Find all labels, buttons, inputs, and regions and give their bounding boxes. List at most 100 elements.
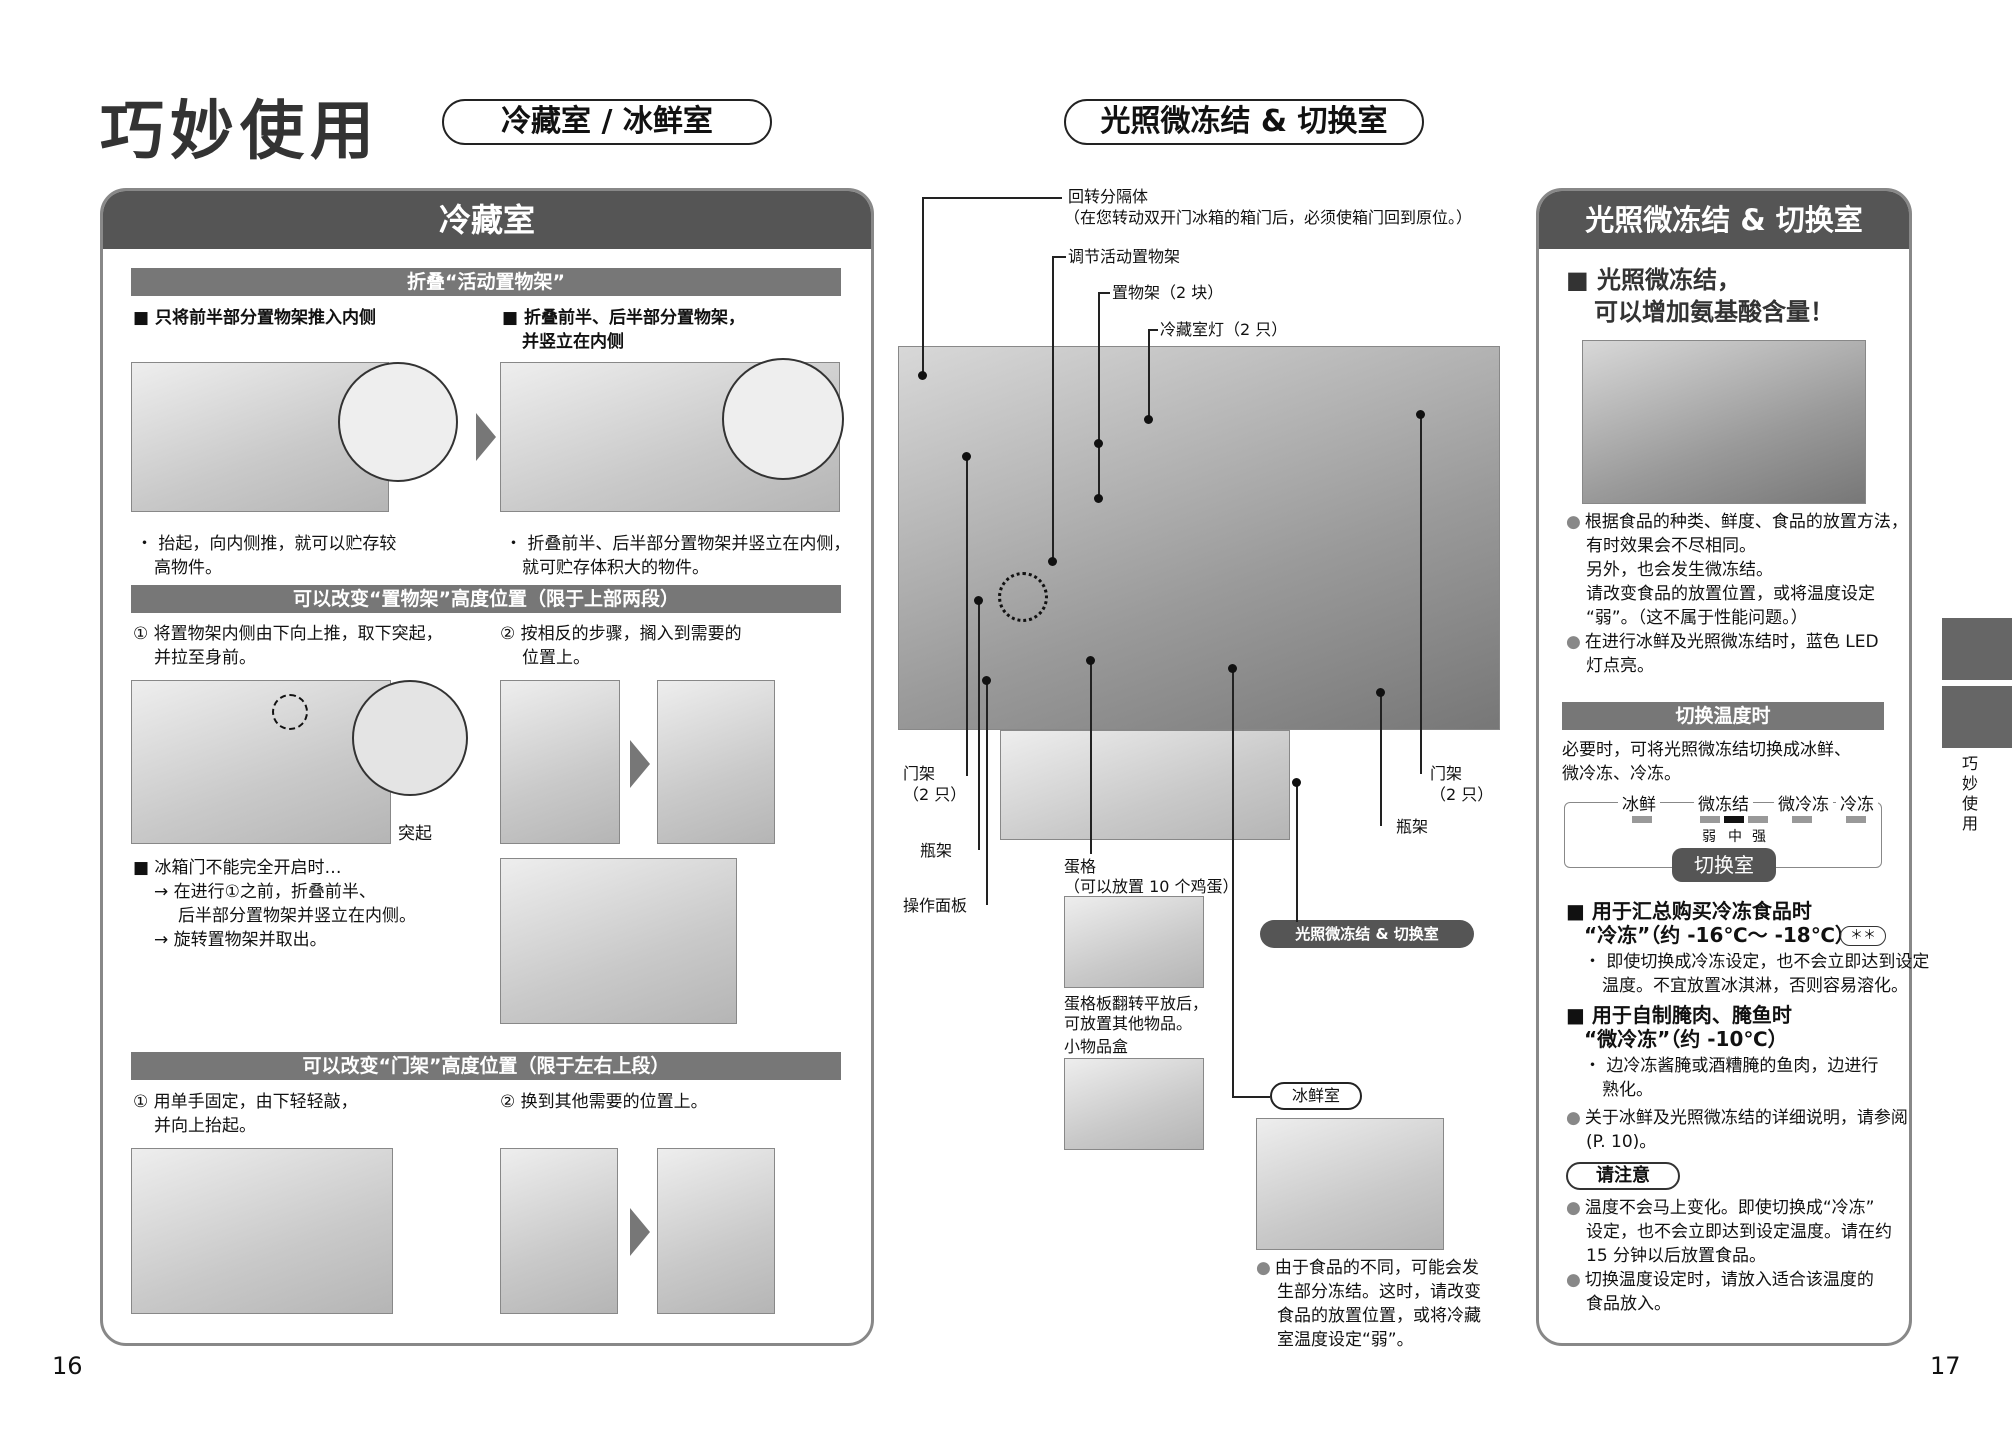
shelf-step-1-line2: 并拉至身前。: [154, 648, 256, 668]
door-step-2: ② 换到其他需要的位置上。: [500, 1092, 708, 1112]
egg-note-line1: 蛋格板翻转平放后，: [1064, 994, 1209, 1013]
control-label-micro: 微冻结: [1694, 790, 1753, 815]
shelf-step-2-line1: ② 按相反的步骤，搁入到需要的: [500, 624, 742, 644]
shelf-detail-circle: [352, 680, 468, 796]
arrow-right-icon: [476, 413, 496, 461]
door-step-1-line2: 并向上抬起。: [154, 1116, 256, 1136]
arrow-right-icon: [630, 1208, 650, 1256]
door-section-bar: 可以改变“门架”高度位置（限于左右上段）: [131, 1052, 841, 1080]
door-step-1-line1: ① 用单手固定，由下轻轻敲，: [133, 1092, 358, 1112]
shelf-step-2-line2: 位置上。: [522, 648, 590, 668]
page-number-right: 17: [1930, 1352, 1961, 1380]
side-tab-top: [1942, 618, 2012, 680]
side-tab-label: 巧妙使用: [1962, 754, 1979, 833]
micro-cool-note-line1: ・ 边冷冻酱腌或酒糟腌的鱼肉，边进行: [1584, 1056, 1879, 1076]
pill-fridge-chill: 冷藏室 / 冰鲜室: [442, 99, 772, 145]
side-tab-bottom: [1942, 686, 2012, 748]
control-label-chill: 冰鲜: [1618, 790, 1660, 815]
chill-note-line3: 食品的放置位置，或将冷藏: [1277, 1306, 1481, 1326]
caution-note-1-line1: 温度不会马上变化。即使切换成“冷冻”: [1566, 1196, 1875, 1220]
callout-door-rack-left-line2: （2 只）: [903, 785, 967, 804]
micro-note-1-line1: 根据食品的种类、鲜度、食品的放置方法，: [1566, 510, 1908, 534]
reference-line2: (P. 10)。: [1586, 1132, 1657, 1152]
switch-temp-bar: 切换温度时: [1562, 702, 1884, 730]
caution-note-1-line3: 15 分钟以后放置食品。: [1586, 1246, 1767, 1266]
shelf-rotate-photo: [500, 858, 737, 1024]
callout-adjustable-shelf: 调节活动置物架: [1068, 247, 1181, 266]
door-photo-3: [657, 1148, 775, 1314]
callout-bottle-rack-left: 瓶架: [920, 841, 953, 860]
freeze-heading-line2: “冷冻”（约 -16℃～ -18℃）: [1584, 923, 1855, 947]
switch-panel-header: 光照微冻结 & 切换室: [1539, 191, 1909, 249]
egg-note-line2: 可放置其他物品。: [1064, 1014, 1193, 1033]
control-weak: 弱: [1702, 829, 1716, 845]
egg-tray-photo: [1064, 896, 1204, 988]
micro-freeze-photo: [1582, 340, 1866, 504]
shelf-section-bar: 可以改变“置物架”高度位置（限于上部两段）: [131, 585, 841, 613]
fridge-photo: [898, 346, 1500, 730]
door-photo-1: [131, 1148, 393, 1314]
callout-door-rack-right-line2: （2 只）: [1430, 785, 1494, 804]
micro-note-2-line1: 在进行冰鲜及光照微冻结时，蓝色 LED: [1566, 630, 1879, 654]
fold-note-1-line2: 高物件。: [154, 558, 222, 578]
callout-rotating-divider-line1: 回转分隔体: [1068, 187, 1149, 206]
caution-note-2-line1: 切换温度设定时，请放入适合该温度的: [1566, 1268, 1874, 1292]
chill-room-photo: [1256, 1118, 1444, 1250]
arrow-right-icon: [630, 740, 650, 788]
shelf-photo-3: [657, 680, 775, 844]
caution-label: 请注意: [1566, 1162, 1680, 1190]
fold-note-2-line1: ・ 折叠前半、后半部分置物架并竖立在内侧，: [505, 534, 851, 554]
switch-room-button[interactable]: 切换室: [1672, 848, 1776, 882]
chill-room-label: 冰鲜室: [1270, 1082, 1362, 1110]
fold-detail-circle-1: [338, 362, 458, 482]
freeze-note-line1: ・ 即使切换成冷冻设定，也不会立即达到设定: [1584, 952, 1930, 972]
callout-door-rack-left-line1: 门架: [903, 764, 936, 783]
protrusion-label: 突起: [398, 824, 432, 844]
door-note-line3: 后半部分置物架并竖立在内侧。: [178, 906, 416, 926]
pill-switch-room: 光照微冻结 & 切换室: [1064, 99, 1424, 145]
callout-control-panel: 操作面板: [903, 896, 968, 915]
reference-line1: 关于冰鲜及光照微冻结的详细说明，请参阅: [1566, 1106, 1908, 1130]
switch-intro-line2: 微冷冻、冷冻。: [1562, 764, 1681, 784]
control-strong: 强: [1752, 829, 1766, 845]
door-note-line2: → 在进行①之前，折叠前半、: [154, 882, 376, 902]
switch-intro-line1: 必要时，可将光照微冻结切换成冰鲜、: [1562, 740, 1851, 760]
control-label-cool: 微冷冻: [1774, 790, 1833, 815]
control-label-freeze: 冷冻: [1836, 790, 1878, 815]
callout-small-box: 小物品盒: [1064, 1037, 1129, 1056]
control-mid: 中: [1728, 829, 1742, 845]
callout-rotating-divider-line2: （在您转动双开门冰箱的箱门后，必须使箱门回到原位。）: [1064, 208, 1473, 227]
fold-note-1-line1: ・ 抬起，向内侧推，就可以贮存较: [136, 534, 397, 554]
freeze-heading-line1: ■ 用于汇总购买冷冻食品时: [1566, 899, 1812, 923]
shelf-photo-1: [131, 680, 391, 844]
callout-door-rack-right-line1: 门架: [1430, 764, 1463, 783]
micro-note-1-line5: “弱”。（这不属于性能问题。）: [1586, 608, 1808, 628]
fold-heading-2-line2: 并竖立在内侧: [522, 332, 624, 352]
micro-note-2-line2: 灯点亮。: [1586, 656, 1654, 676]
micro-note-1-line2: 有时效果会不尽相同。: [1586, 536, 1756, 556]
callout-egg-tray-line1: 蛋格: [1064, 857, 1097, 876]
shelf-detail-marker: [272, 694, 308, 730]
micro-note-1-line4: 请改变食品的放置位置，或将温度设定: [1586, 584, 1875, 604]
fold-section-bar: 折叠“活动置物架”: [131, 268, 841, 296]
chill-note-line2: 生部分冻结。这时，请改变: [1277, 1282, 1481, 1302]
fridge-panel-header: 冷藏室: [103, 191, 871, 249]
micro-cool-note-line2: 熟化。: [1602, 1080, 1653, 1100]
callout-bottle-rack-right: 瓶架: [1396, 817, 1429, 836]
micro-note-1-line3: 另外，也会发生微冻结。: [1586, 560, 1773, 580]
fold-detail-circle-2: [722, 358, 844, 480]
callout-shelves: 置物架（2 块）: [1112, 283, 1224, 302]
door-note-line4: → 旋转置物架并取出。: [154, 930, 327, 950]
micro-freeze-heading-line1: ■ 光照微冻结，: [1566, 266, 1742, 294]
fold-heading-1: ■ 只将前半部分置物架推入内侧: [133, 308, 376, 328]
freeze-note-line2: 温度。不宜放置冰淇淋，否则容易溶化。: [1602, 976, 1908, 996]
shelf-step-1-line1: ① 将置物架内侧由下向上推，取下突起，: [133, 624, 443, 644]
shelf-photo-2: [500, 680, 620, 844]
caution-note-2-line2: 食品放入。: [1586, 1294, 1671, 1314]
chill-note-line4: 室温度设定“弱”。: [1277, 1330, 1414, 1350]
chill-note-line1: 由于食品的不同，可能会发: [1256, 1256, 1479, 1280]
fridge-drawer-photo: [1000, 730, 1290, 840]
door-note-line1: ■ 冰箱门不能完全开启时…: [133, 858, 342, 878]
freeze-badge: ＊＊: [1840, 926, 1886, 946]
fold-note-2-line2: 就可贮存体积大的物件。: [522, 558, 709, 578]
